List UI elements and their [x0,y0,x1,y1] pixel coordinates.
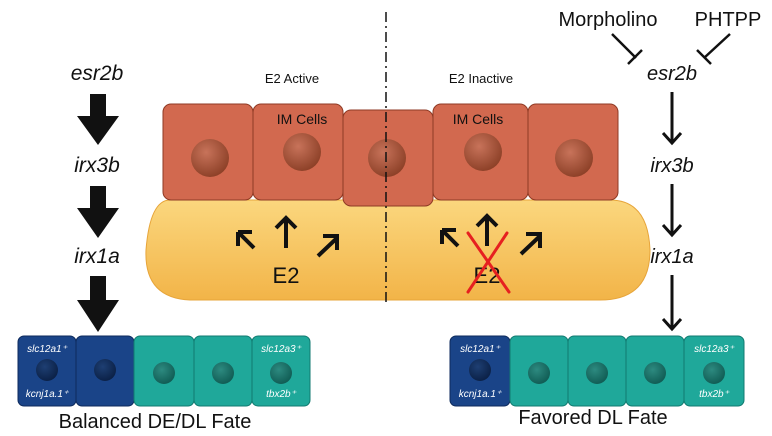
marker-slc12a1-right: slc12a1⁺ [460,344,500,355]
de-nucleus [469,359,491,381]
im-nucleus [555,139,593,177]
e2-label-left: E2 [273,263,300,288]
im-cell-row [162,103,619,207]
marker-tbx2b-right: tbx2b⁺ [699,389,729,400]
arrow-icon [274,215,298,248]
marker-slc12a3-right: slc12a3⁺ [694,344,734,355]
panel-title-left: E2 Active [265,71,319,86]
dl-nucleus [586,362,608,384]
dl-nucleus [703,362,725,384]
inhibition-bar-icon [611,33,731,65]
arrow-icon [519,232,542,256]
marker-slc12a3-left: slc12a3⁺ [261,344,301,355]
im-nucleus [283,133,321,171]
thin-arrow-icon [661,92,683,146]
e2-arrows-left [236,215,339,258]
mesenchyme [145,199,651,301]
dl-nucleus [270,362,292,384]
thick-arrow-icon [77,94,119,145]
left-tubule: slc12a1⁺ kcnj1a.1⁺ slc12a3⁺ tbx2b⁺ [17,335,311,407]
gene-irx3b-left: irx3b [74,154,120,177]
de-nucleus [36,359,58,381]
arrow-icon [475,213,499,246]
im-nucleus [191,139,229,177]
im-nucleus [368,139,406,177]
im-cells-label-right: IM Cells [453,111,504,127]
de-nucleus [94,359,116,381]
thin-arrow-icon [661,184,683,238]
inhibitor-phtpp: PHTPP [695,9,762,31]
gene-irx1a-right: irx1a [650,246,693,268]
marker-tbx2b-left: tbx2b⁺ [266,389,296,400]
inhibitor-morpholino: Morpholino [559,9,658,31]
thin-arrow-icon [661,275,683,332]
arrow-icon [316,234,339,258]
left-pathway: esr2b irx3b irx1a [71,62,124,332]
caption-right: Favored DL Fate [518,407,667,429]
marker-kcnj1a-left: kcnj1a.1⁺ [26,389,69,400]
marker-slc12a1-left: slc12a1⁺ [27,344,67,355]
right-tubule: slc12a1⁺ kcnj1a.1⁺ slc12a3⁺ tbx2b⁺ [449,335,745,407]
e2-arrows-right [440,213,542,256]
gene-irx3b-right: irx3b [650,155,693,177]
thick-arrow-icon [77,276,119,332]
arrow-icon [440,228,460,248]
dl-nucleus [212,362,234,384]
gene-esr2b-left: esr2b [71,62,124,85]
gene-irx1a-left: irx1a [74,245,120,268]
thick-arrow-icon [77,186,119,238]
dl-nucleus [153,362,175,384]
dl-nucleus [644,362,666,384]
arrow-icon [236,230,256,250]
marker-kcnj1a-right: kcnj1a.1⁺ [459,389,502,400]
panel-title-right: E2 Inactive [449,71,513,86]
dl-nucleus [528,362,550,384]
caption-left: Balanced DE/DL Fate [59,411,252,433]
block-x-icon [466,231,511,294]
im-cells-label-left: IM Cells [277,111,328,127]
gene-esr2b-right: esr2b [647,63,697,85]
right-pathway: Morpholino PHTPP esr2b irx3b irx1a [559,9,762,332]
im-nucleus [464,133,502,171]
